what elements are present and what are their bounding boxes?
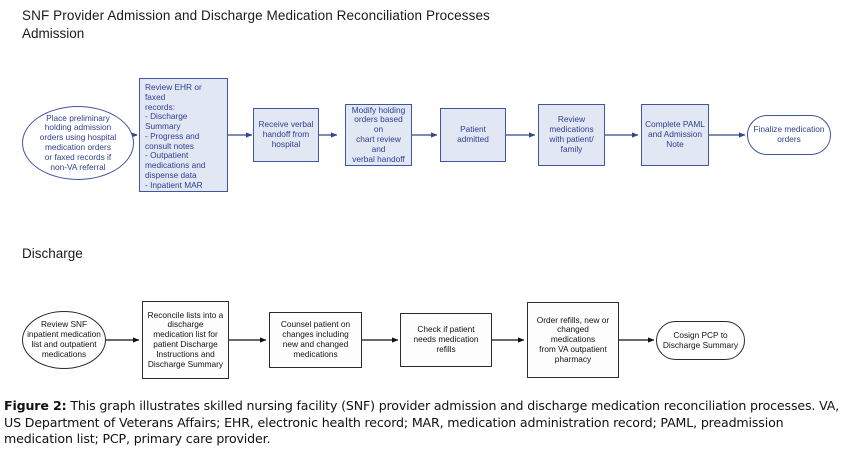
admission-node-6-label: Review medications with patient/ family	[549, 114, 594, 154]
discharge-node-2-label: Reconcile lists into a discharge medicat…	[147, 309, 224, 369]
admission-node-3[interactable]: Receive verbal handoff from hospital	[253, 108, 319, 162]
discharge-node-3-label: Counsel patient on changes including new…	[280, 319, 351, 359]
discharge-node-2[interactable]: Reconcile lists into a discharge medicat…	[142, 301, 229, 379]
discharge-section-label: Discharge	[22, 246, 83, 261]
admission-node-2-label: Review EHR or faxed records: - Discharge…	[145, 82, 206, 190]
admission-node-1[interactable]: Place preliminary holding admission orde…	[22, 106, 134, 180]
discharge-node-1-label: Review SNF inpatient medication list and…	[27, 319, 101, 359]
discharge-node-4-label: Check if patient needs medication refill…	[413, 324, 479, 354]
discharge-node-6[interactable]: Cosign PCP to Discharge Summary	[656, 321, 745, 360]
figure-caption-label: Figure 2:	[4, 398, 67, 413]
page-title: SNF Provider Admission and Discharge Med…	[22, 8, 490, 23]
admission-node-8-label: Finalize medication orders	[753, 124, 825, 144]
discharge-node-6-label: Cosign PCP to Discharge Summary	[662, 329, 739, 350]
admission-node-7-label: Complete PAML and Admission Note	[645, 119, 705, 149]
admission-node-4[interactable]: Modify holding orders based on chart rev…	[345, 104, 412, 166]
admission-node-5-label: Patient admitted	[457, 124, 489, 144]
figure-caption: Figure 2: This graph illustrates skilled…	[4, 398, 846, 448]
admission-section-label: Admission	[22, 26, 85, 41]
discharge-node-4[interactable]: Check if patient needs medication refill…	[400, 313, 492, 367]
discharge-node-5[interactable]: Order refills, new or changed medication…	[527, 302, 619, 378]
discharge-node-5-label: Order refills, new or changed medication…	[536, 314, 610, 364]
admission-node-5[interactable]: Patient admitted	[440, 108, 506, 162]
admission-node-1-label: Place preliminary holding admission orde…	[39, 112, 117, 172]
admission-node-2[interactable]: Review EHR or faxed records: - Discharge…	[139, 78, 228, 192]
admission-node-4-label: Modify holding orders based on chart rev…	[351, 104, 406, 164]
discharge-node-1[interactable]: Review SNF inpatient medication list and…	[22, 311, 106, 369]
figure-caption-body: This graph illustrates skilled nursing f…	[4, 398, 840, 447]
admission-node-3-label: Receive verbal handoff from hospital	[258, 119, 314, 149]
admission-node-6[interactable]: Review medications with patient/ family	[538, 104, 605, 166]
admission-node-7[interactable]: Complete PAML and Admission Note	[641, 104, 709, 166]
admission-node-8[interactable]: Finalize medication orders	[747, 115, 831, 155]
discharge-node-3[interactable]: Counsel patient on changes including new…	[269, 312, 362, 368]
